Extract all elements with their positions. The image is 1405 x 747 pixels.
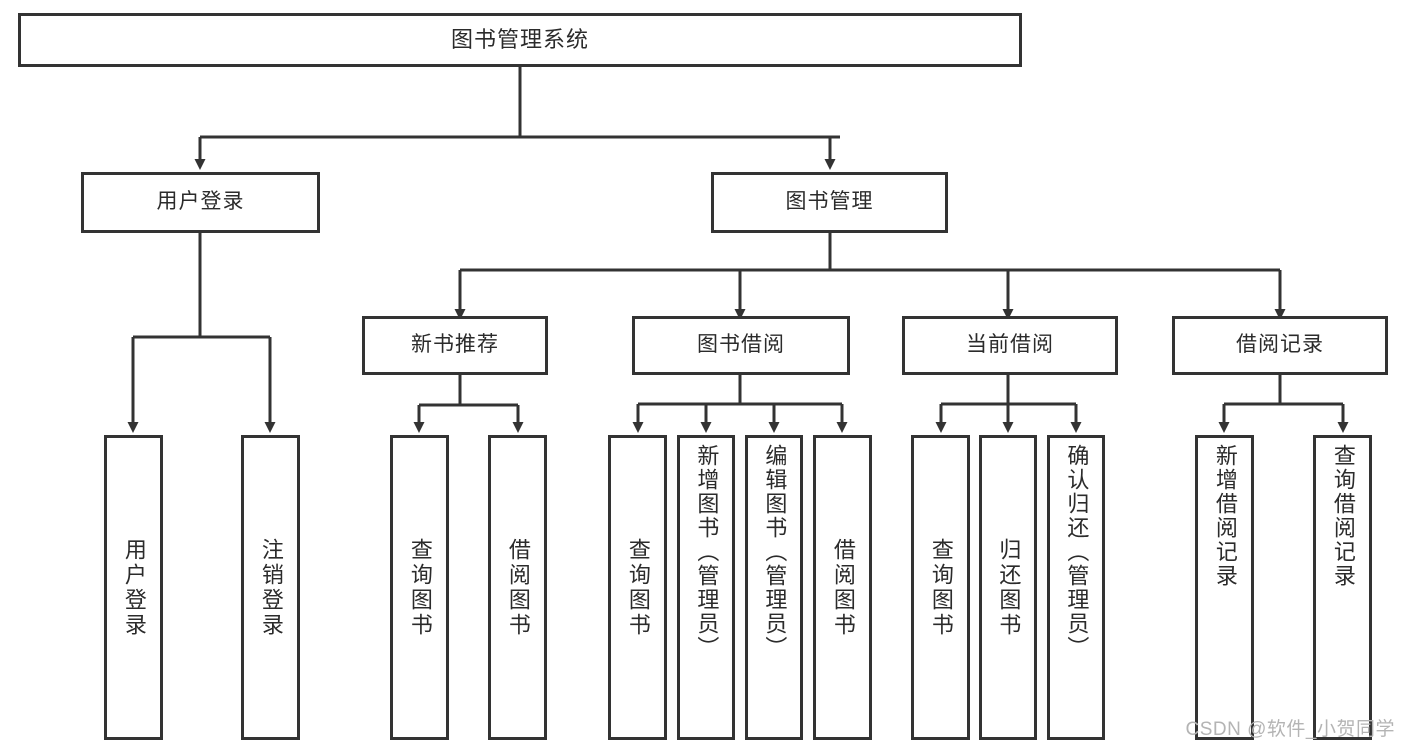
node-book-manage[interactable]: 图书管理	[711, 172, 948, 233]
node-label: 图书管理	[785, 190, 874, 214]
node-label: 图书借阅	[697, 333, 785, 357]
node-leaf-query-book-borrow[interactable]: 查询图书	[608, 435, 667, 740]
node-label: 新增借阅记录	[1212, 444, 1238, 588]
node-label: 确认归还（管理员）	[1064, 444, 1090, 660]
node-label: 归还图书	[996, 537, 1022, 638]
node-new-book-recommend[interactable]: 新书推荐	[362, 316, 548, 375]
node-leaf-borrow-book-new[interactable]: 借阅图书	[488, 435, 547, 740]
node-label: 新增图书（管理员）	[694, 444, 720, 660]
node-leaf-add-borrow-record[interactable]: 新增借阅记录	[1195, 435, 1254, 740]
node-current-borrow[interactable]: 当前借阅	[902, 316, 1118, 375]
node-borrow-record[interactable]: 借阅记录	[1172, 316, 1388, 375]
node-leaf-query-borrow-record[interactable]: 查询借阅记录	[1313, 435, 1372, 740]
node-label: 借阅图书	[830, 537, 856, 638]
node-label: 新书推荐	[411, 333, 499, 357]
node-label: 图书管理系统	[450, 27, 589, 53]
node-label: 用户登录	[156, 190, 245, 214]
node-leaf-borrow-book-borrow[interactable]: 借阅图书	[813, 435, 872, 740]
node-leaf-user-logout[interactable]: 注销登录	[241, 435, 300, 740]
node-label: 用户登录	[121, 537, 147, 638]
node-label: 借阅图书	[505, 537, 531, 638]
node-root-book-management-system[interactable]: 图书管理系统	[18, 13, 1022, 67]
node-book-borrow[interactable]: 图书借阅	[632, 316, 850, 375]
node-label: 查询图书	[407, 537, 433, 638]
node-leaf-query-book-new[interactable]: 查询图书	[390, 435, 449, 740]
node-label: 注销登录	[258, 537, 284, 638]
node-label: 查询图书	[625, 537, 651, 638]
node-user-login[interactable]: 用户登录	[81, 172, 320, 233]
node-leaf-query-book-current[interactable]: 查询图书	[911, 435, 970, 740]
csdn-watermark: CSDN @软件_小贺同学	[1185, 719, 1395, 740]
node-label: 编辑图书（管理员）	[762, 444, 788, 660]
node-label: 借阅记录	[1236, 333, 1324, 357]
node-label: 查询借阅记录	[1330, 444, 1356, 588]
node-label: 查询图书	[928, 537, 954, 638]
node-leaf-confirm-return[interactable]: 确认归还（管理员）	[1047, 435, 1105, 740]
node-leaf-add-book[interactable]: 新增图书（管理员）	[677, 435, 735, 740]
node-label: 当前借阅	[966, 333, 1054, 357]
node-leaf-edit-book[interactable]: 编辑图书（管理员）	[745, 435, 803, 740]
node-leaf-return-book[interactable]: 归还图书	[979, 435, 1037, 740]
node-leaf-user-login[interactable]: 用户登录	[104, 435, 163, 740]
